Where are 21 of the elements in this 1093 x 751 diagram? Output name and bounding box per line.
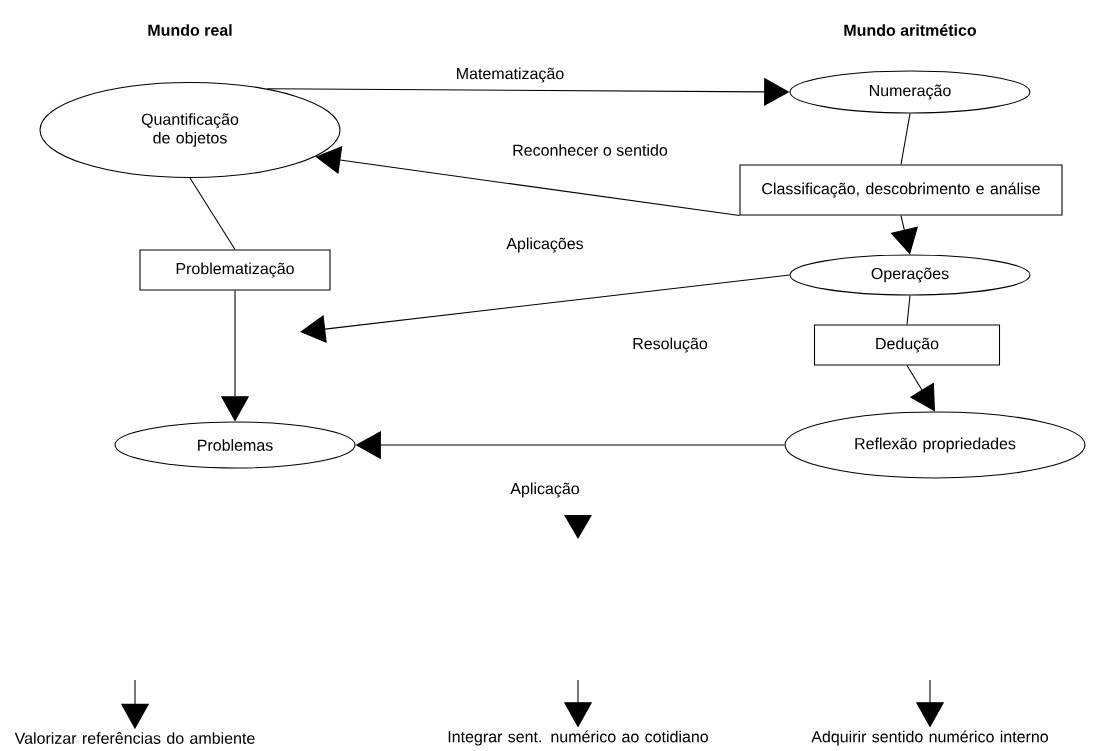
outcome-text: Valorizar referências do ambiente bbox=[14, 732, 255, 744]
edge-label: Aplicações bbox=[505, 236, 586, 254]
edge-label: Matematização bbox=[454, 66, 566, 84]
ellipse-node: Numeração bbox=[789, 70, 1031, 114]
ellipse-node: Operações bbox=[789, 254, 1031, 296]
edge-label: Reconhecer o sentido bbox=[510, 142, 670, 158]
outcome-text: Integrar sent. numérico ao cotidiano bbox=[448, 730, 708, 746]
ellipse-node: Reflexão propriedades bbox=[784, 411, 1086, 479]
arrow bbox=[906, 365, 935, 412]
process-box: Problematização bbox=[139, 249, 331, 291]
arrow bbox=[315, 146, 740, 217]
column-heading: Mundo real bbox=[148, 24, 232, 36]
outcome-text: Adquirir sentido numérico interno bbox=[811, 730, 1048, 746]
ellipse-node: Quantificação de objetos bbox=[39, 81, 341, 179]
arrow bbox=[300, 274, 790, 344]
edge-label: Aplicação bbox=[509, 481, 582, 499]
ellipse-node: Problemas bbox=[114, 421, 356, 469]
column-heading: Mundo aritmético bbox=[844, 24, 977, 36]
process-box: Dedução bbox=[813, 324, 1001, 366]
text-label: Resolução bbox=[633, 337, 708, 353]
process-box: Classificação, descobrimento e análise bbox=[739, 164, 1063, 216]
